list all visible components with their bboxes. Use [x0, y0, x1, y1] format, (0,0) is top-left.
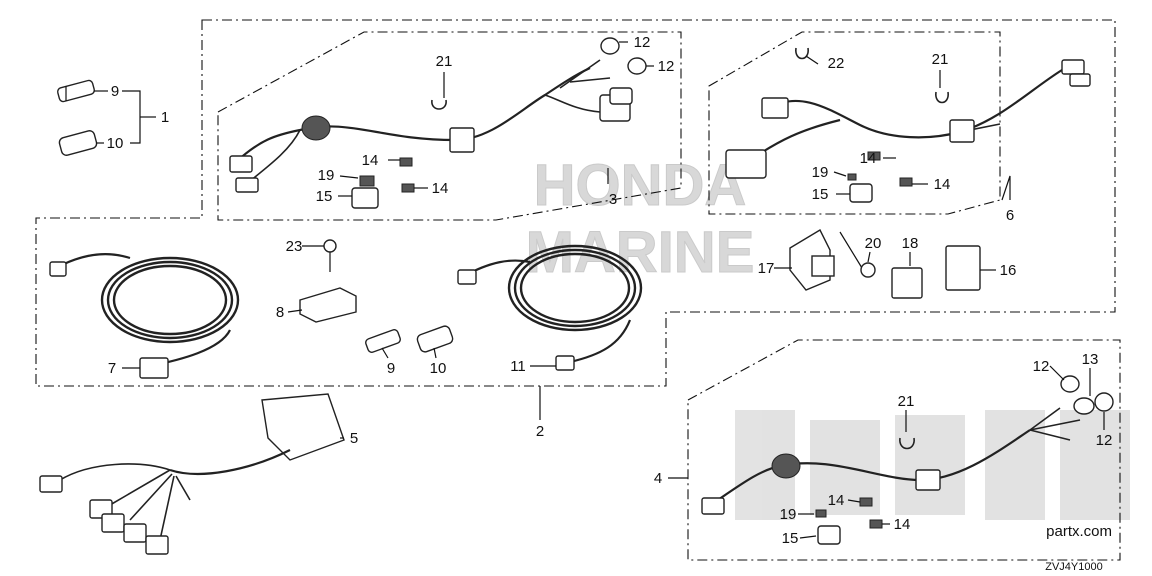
callout-22: 22 [828, 55, 845, 72]
assembly-box-4 [687, 339, 1121, 561]
callout-19: 19 [318, 167, 335, 184]
callout-6: 6 [1006, 207, 1014, 224]
callout-7: 7 [108, 360, 116, 377]
callout-21: 21 [932, 51, 949, 68]
harness-3 [229, 37, 647, 209]
assembly-box-6 [708, 31, 1001, 215]
callout-9: 9 [111, 83, 119, 100]
callout-21: 21 [436, 53, 453, 70]
callout-19: 19 [780, 506, 797, 523]
callout-14: 14 [860, 150, 877, 167]
callout-numbers: 9 10 1 21 12 12 14 14 19 15 3 22 21 14 1… [107, 34, 1113, 547]
site-watermark: partx.com [1046, 523, 1112, 540]
callout-12: 12 [1033, 358, 1050, 375]
callout-1: 1 [161, 109, 169, 126]
callout-17: 17 [758, 260, 775, 277]
part-9-plug [57, 79, 95, 103]
parts-16-20 [789, 229, 981, 299]
callout-14: 14 [828, 492, 845, 509]
part-10-cap [58, 130, 98, 156]
watermark-brand-line1: HONDA [534, 153, 747, 218]
callout-12: 12 [634, 34, 651, 51]
callout-14: 14 [894, 516, 911, 533]
diagram-code: ZVJ4Y1000 [1045, 561, 1102, 573]
callout-12: 12 [658, 58, 675, 75]
callout-20: 20 [865, 235, 882, 252]
callout-18: 18 [902, 235, 919, 252]
callout-4: 4 [654, 470, 662, 487]
callout-9: 9 [387, 360, 395, 377]
callout-16: 16 [1000, 262, 1017, 279]
leader-lines [94, 41, 1105, 539]
callout-21: 21 [898, 393, 915, 410]
watermark-brand-line2: MARINE [526, 220, 755, 285]
callout-10: 10 [107, 135, 124, 152]
callout-5: 5 [350, 430, 358, 447]
cable-2-coils [49, 239, 643, 379]
callout-15: 15 [782, 530, 799, 547]
callout-8: 8 [276, 304, 284, 321]
callout-10: 10 [430, 360, 447, 377]
harness-6 [725, 47, 1091, 203]
callout-3: 3 [609, 191, 617, 208]
hub-5 [39, 393, 345, 555]
callout-15: 15 [316, 188, 333, 205]
callout-12: 12 [1096, 432, 1113, 449]
callout-11: 11 [510, 358, 526, 375]
brand-watermark: HONDA MARINE [525, 153, 755, 286]
assembly-box-outer [35, 19, 1116, 387]
callout-19: 19 [812, 164, 829, 181]
callout-14: 14 [432, 180, 449, 197]
harness-4 [701, 375, 1114, 545]
callout-14: 14 [362, 152, 379, 169]
callout-13: 13 [1082, 351, 1099, 368]
assembly-box-3 [217, 31, 682, 221]
callout-15: 15 [812, 186, 829, 203]
callout-2: 2 [536, 423, 544, 440]
callout-14: 14 [934, 176, 951, 193]
callout-23: 23 [286, 238, 303, 255]
